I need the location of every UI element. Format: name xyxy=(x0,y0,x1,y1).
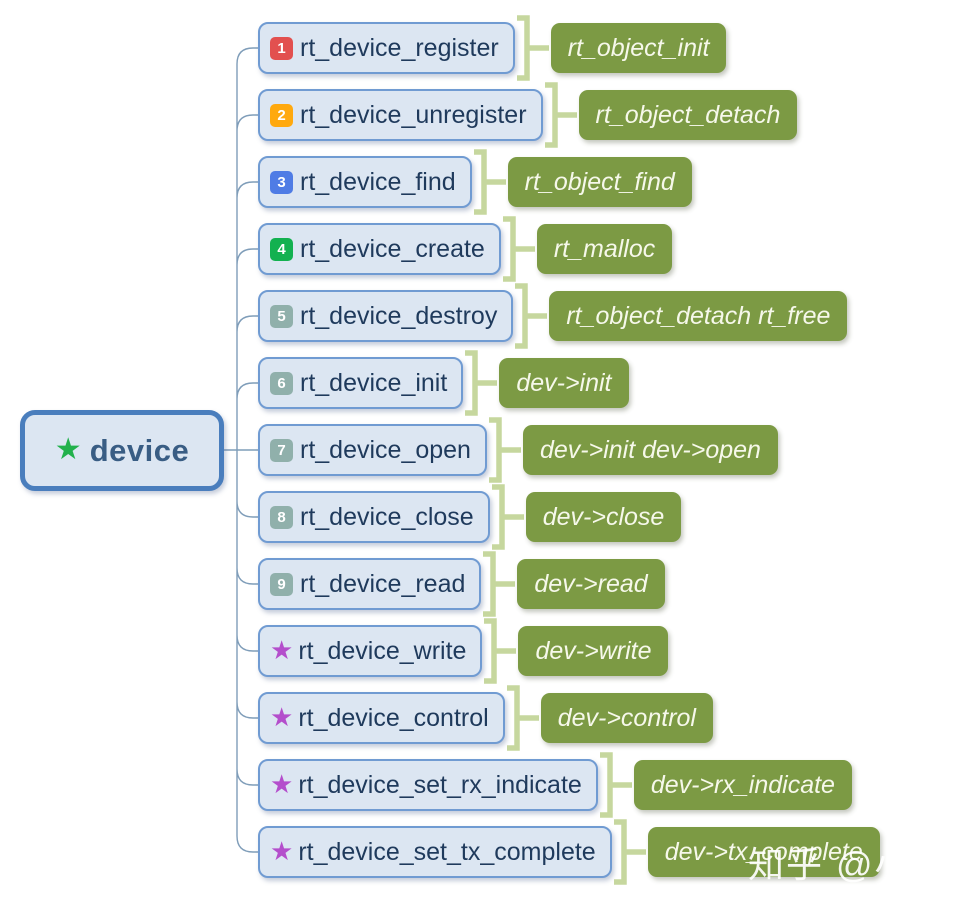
root-node-label: device xyxy=(89,432,190,468)
priority-badge: 7 xyxy=(270,438,293,462)
impl-node-rt_object_init[interactable]: rt_object_init xyxy=(550,23,727,73)
api-row: 8 rt_device_close dev->close xyxy=(258,484,682,550)
api-node-label: rt_device_close xyxy=(300,502,474,531)
api-node-label: rt_device_destroy xyxy=(300,301,498,330)
priority-badge: 3 xyxy=(270,170,293,194)
bracket-connector-icon xyxy=(506,685,539,751)
impl-node-label: dev->tx_complete xyxy=(664,837,863,866)
priority-badge: 2 xyxy=(270,103,293,127)
impl-node-dev->rx_indicate[interactable]: dev->rx_indicate xyxy=(633,760,852,810)
api-row: 5 rt_device_destroy rt_object_detach rt_fr… xyxy=(258,283,848,349)
impl-node-dev->write[interactable]: dev->write xyxy=(518,626,669,676)
priority-badge: 4 xyxy=(270,237,293,261)
api-node-label: rt_device_set_rx_indicate xyxy=(298,770,582,799)
bracket-connector-icon xyxy=(491,484,524,550)
api-row: 3 rt_device_find rt_object_find xyxy=(258,149,692,215)
impl-node-rt_object_detach[interactable]: rt_object_detach xyxy=(578,90,798,140)
api-node-rt_device_read[interactable]: 9 rt_device_read xyxy=(258,558,482,610)
api-node-rt_device_write[interactable]: ★rt_device_write xyxy=(258,625,483,677)
api-node-label: rt_device_write xyxy=(298,636,467,665)
api-row: ★rt_device_control dev->control xyxy=(258,685,713,751)
bracket-connector-icon xyxy=(484,618,517,684)
api-node-rt_device_control[interactable]: ★rt_device_control xyxy=(258,692,505,744)
purple-star-icon: ★ xyxy=(270,836,294,866)
impl-node-label: rt_malloc xyxy=(553,234,656,263)
impl-node-label: dev->init dev->open xyxy=(539,435,761,464)
api-row: 2 rt_device_unregister rt_object_detach xyxy=(258,82,798,148)
api-node-label: rt_device_create xyxy=(300,234,485,263)
impl-node-label: dev->write xyxy=(535,636,652,665)
impl-node-label: dev->control xyxy=(557,703,696,732)
api-node-label: rt_device_open xyxy=(300,435,471,464)
impl-node-rt_malloc[interactable]: rt_malloc xyxy=(536,224,673,274)
impl-node-dev->read[interactable]: dev->read xyxy=(517,559,665,609)
api-node-label: rt_device_set_tx_complete xyxy=(298,837,596,866)
impl-node-label: rt_object_detach rt_free xyxy=(566,301,831,330)
impl-node-label: dev->read xyxy=(534,569,648,598)
priority-badge: 9 xyxy=(270,572,293,596)
priority-badge: 5 xyxy=(270,304,293,328)
impl-node-dev->init_dev->open[interactable]: dev->init dev->open xyxy=(522,425,778,475)
impl-node-rt_object_find[interactable]: rt_object_find xyxy=(507,157,692,207)
api-row: 4 rt_device_create rt_malloc xyxy=(258,216,673,282)
api-node-rt_device_set_tx_complete[interactable]: ★rt_device_set_tx_complete xyxy=(258,826,612,878)
api-node-rt_device_register[interactable]: 1 rt_device_register xyxy=(258,22,515,74)
bracket-connector-icon xyxy=(502,216,535,282)
impl-node-label: dev->close xyxy=(542,502,665,531)
api-node-rt_device_close[interactable]: 8 rt_device_close xyxy=(258,491,490,543)
api-row: 1 rt_device_register rt_object_init xyxy=(258,15,727,81)
api-row: ★rt_device_set_rx_indicate dev->rx_indica… xyxy=(258,752,852,818)
api-node-label: rt_device_register xyxy=(300,33,499,62)
purple-star-icon: ★ xyxy=(270,702,294,732)
bracket-connector-icon xyxy=(599,752,632,818)
api-node-rt_device_destroy[interactable]: 5 rt_device_destroy xyxy=(258,290,514,342)
bracket-connector-icon xyxy=(473,149,506,215)
bracket-connector-icon xyxy=(488,417,521,483)
bracket-connector-icon xyxy=(516,15,549,81)
priority-badge: 6 xyxy=(270,371,293,395)
api-node-label: rt_device_init xyxy=(300,368,448,397)
impl-node-dev->close[interactable]: dev->close xyxy=(525,492,682,542)
api-node-rt_device_unregister[interactable]: 2 rt_device_unregister xyxy=(258,89,543,141)
impl-node-label: dev->rx_indicate xyxy=(650,770,835,799)
green-star-icon: ★ xyxy=(54,432,82,466)
api-node-label: rt_device_read xyxy=(300,569,466,598)
bracket-connector-icon xyxy=(544,82,577,148)
api-node-rt_device_set_rx_indicate[interactable]: ★rt_device_set_rx_indicate xyxy=(258,759,598,811)
bracket-connector-icon xyxy=(515,283,548,349)
watermark-text: 知乎 @小师弟 xyxy=(748,844,963,885)
api-node-label: rt_device_find xyxy=(300,167,456,196)
api-node-rt_device_find[interactable]: 3 rt_device_find xyxy=(258,156,472,208)
api-row: ★rt_device_set_tx_complete dev->tx_comple… xyxy=(258,819,880,885)
impl-node-dev->tx_complete[interactable]: dev->tx_complete xyxy=(647,827,880,877)
priority-badge: 8 xyxy=(270,505,293,529)
impl-node-rt_object_detach_rt_free[interactable]: rt_object_detach rt_free xyxy=(549,291,848,341)
api-node-rt_device_init[interactable]: 6 rt_device_init xyxy=(258,357,464,409)
root-node-device[interactable]: ★ device xyxy=(20,410,224,491)
api-node-label: rt_device_control xyxy=(298,703,489,732)
purple-star-icon: ★ xyxy=(270,769,294,799)
api-row: 6 rt_device_init dev->init xyxy=(258,350,629,416)
impl-node-label: rt_object_find xyxy=(524,167,675,196)
bracket-connector-icon xyxy=(613,819,646,885)
api-node-rt_device_open[interactable]: 7 rt_device_open xyxy=(258,424,487,476)
api-node-rt_device_create[interactable]: 4 rt_device_create xyxy=(258,223,501,275)
api-row: 7 rt_device_open dev->init dev->open xyxy=(258,417,778,483)
impl-node-dev->init[interactable]: dev->init xyxy=(499,358,629,408)
bracket-connector-icon xyxy=(483,551,516,617)
api-row: ★rt_device_write dev->write xyxy=(258,618,669,684)
bracket-connector-icon xyxy=(465,350,498,416)
api-row: 9 rt_device_read dev->read xyxy=(258,551,665,617)
api-node-label: rt_device_unregister xyxy=(300,100,527,129)
impl-node-dev->control[interactable]: dev->control xyxy=(540,693,713,743)
impl-node-label: rt_object_detach xyxy=(595,100,781,129)
purple-star-icon: ★ xyxy=(270,635,294,665)
impl-node-label: dev->init xyxy=(516,368,612,397)
impl-node-label: rt_object_init xyxy=(567,33,710,62)
priority-badge: 1 xyxy=(270,36,293,60)
